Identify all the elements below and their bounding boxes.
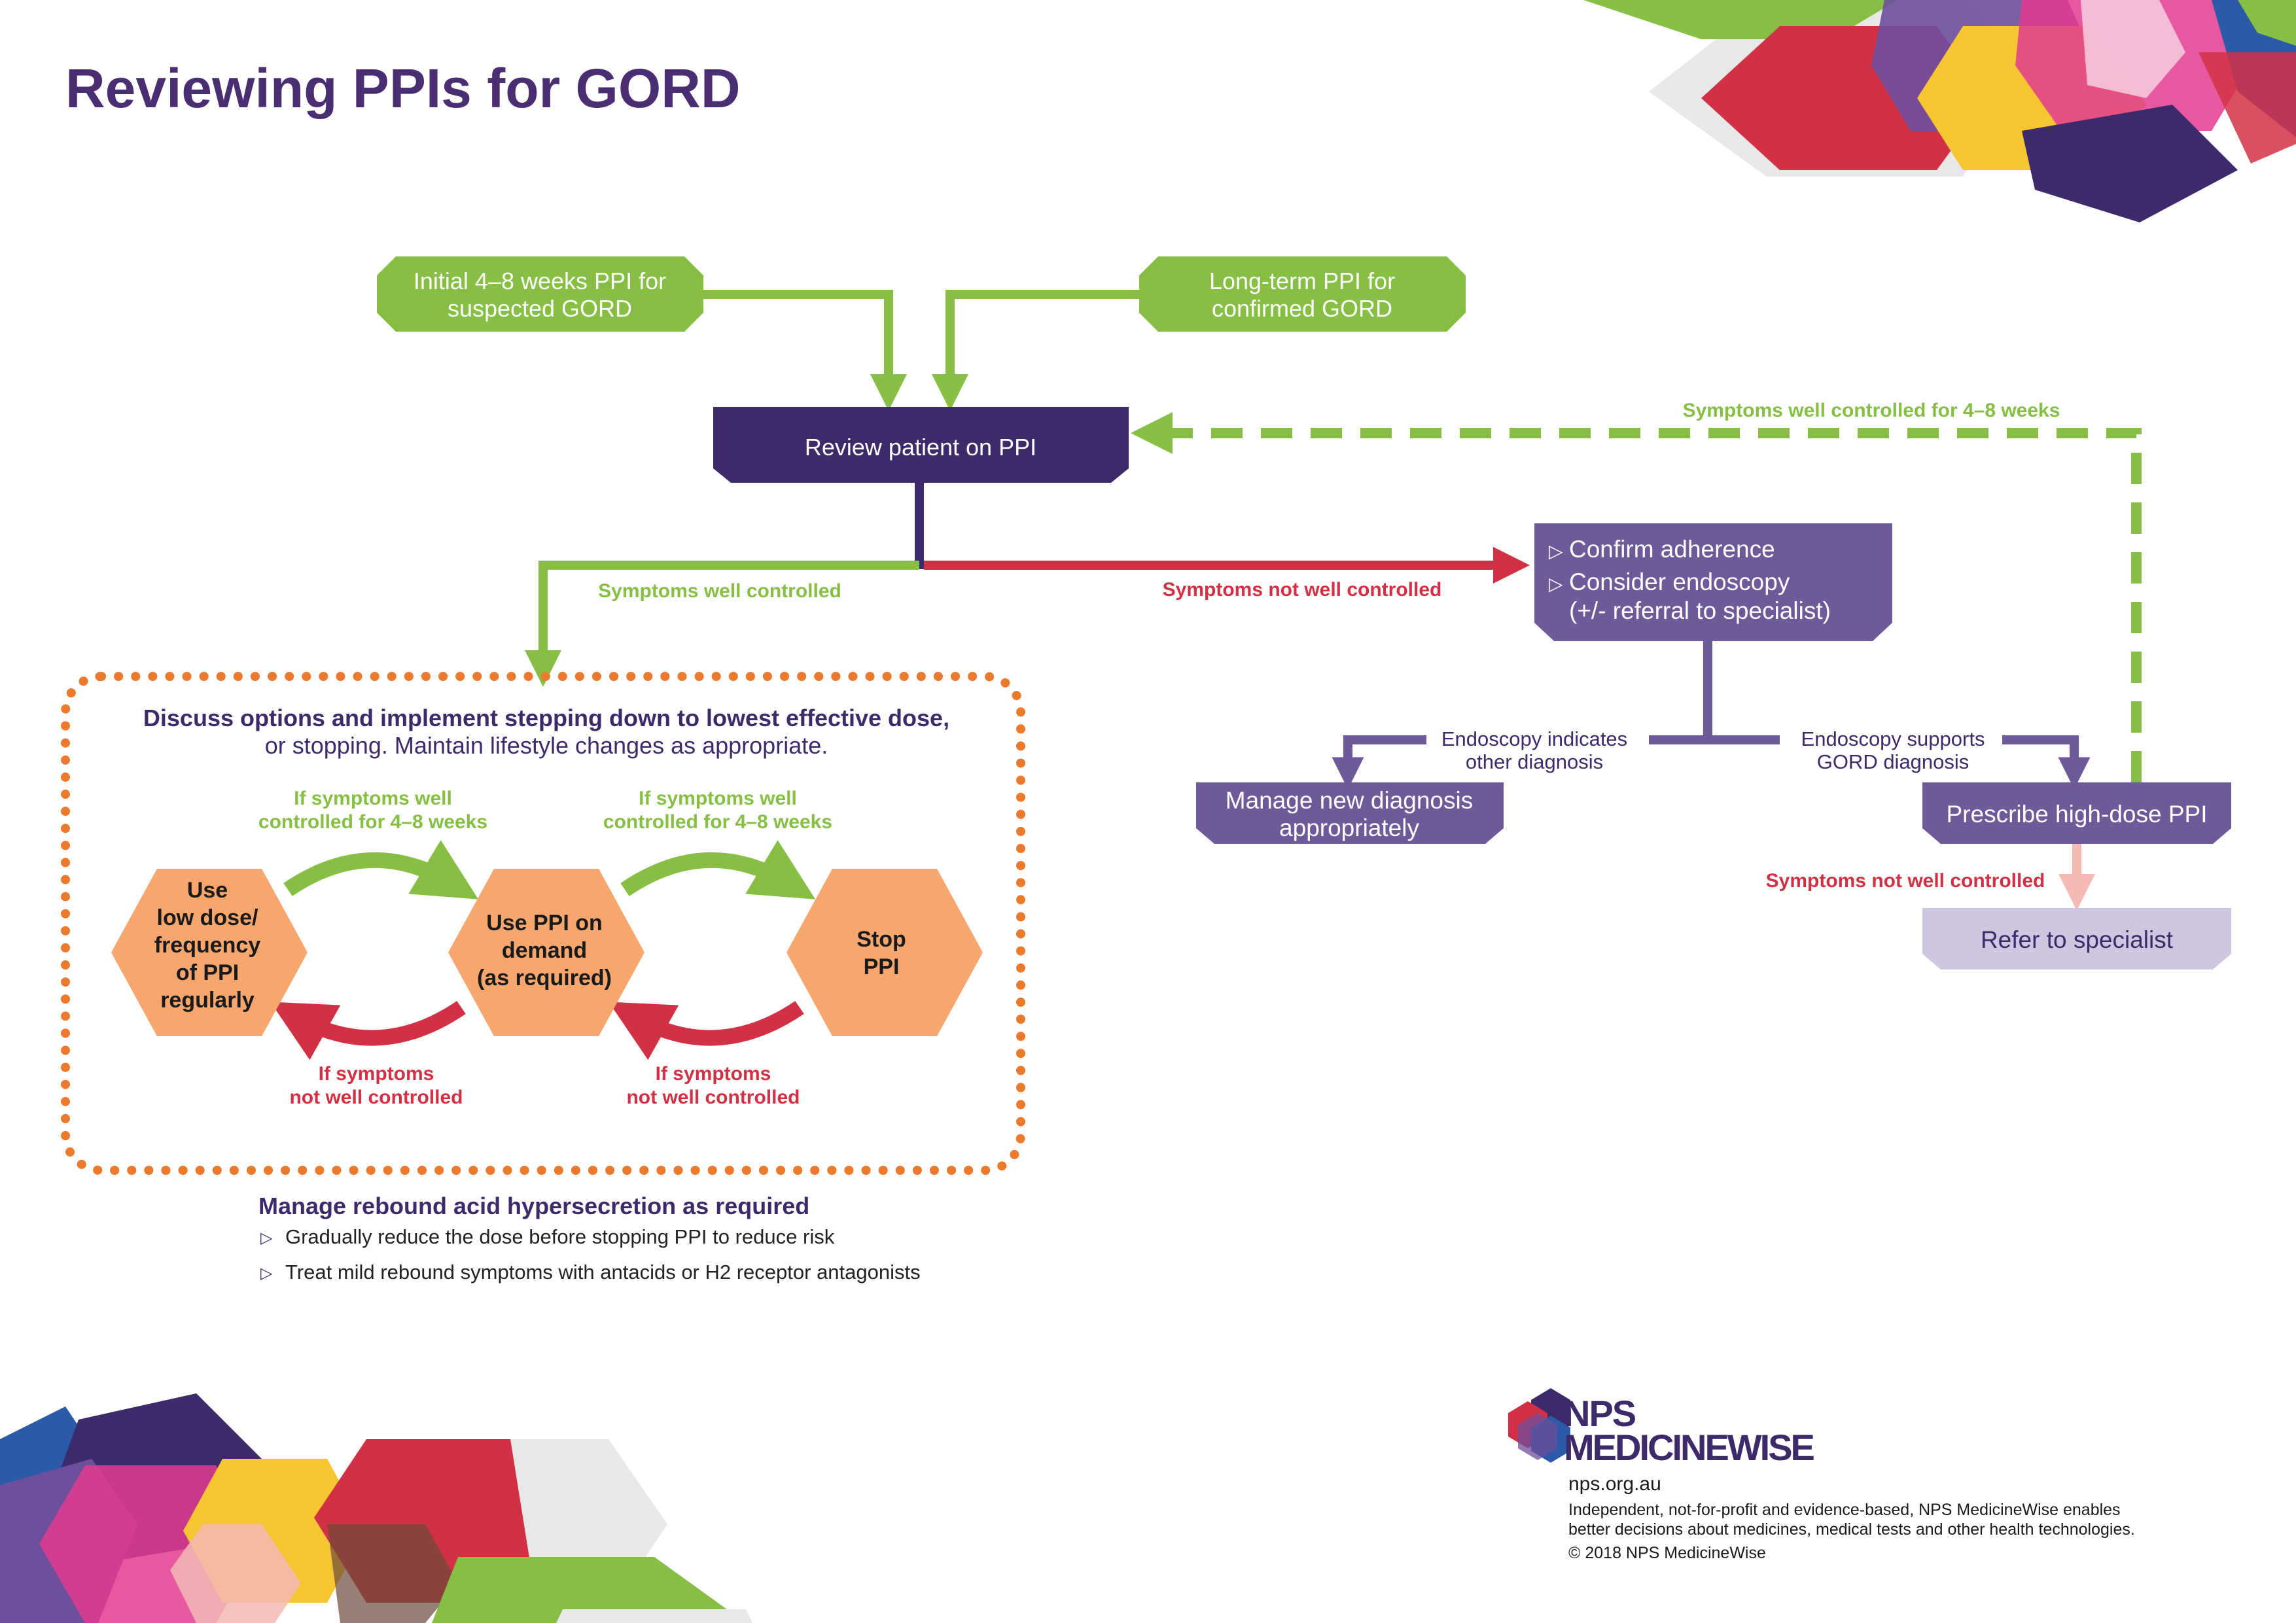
footer-url[interactable]: nps.org.au [1568,1473,1661,1495]
manage-line2: appropriately [1279,814,1419,841]
decor-bottom-left [0,1393,752,1623]
step-well-a-line2: controlled for 4–8 weeks [258,811,487,833]
hexagon-on-demand: Use PPI on demand (as required) [448,869,645,1036]
step-well-b-line1: If symptoms well [639,788,797,809]
bullet-icon: ▷ [260,1265,273,1282]
hexagon-low-dose: Use low dose/ frequency of PPI regularly [111,869,308,1036]
bullet-icon: ▷ [1549,541,1563,561]
nps-logo-icon [1508,1388,1570,1463]
well-controlled-path [525,561,919,687]
logo-line1: NPS [1564,1393,1636,1434]
curve-arrow-red-b [609,1001,804,1060]
discuss-line2: or stopping. Maintain lifestyle changes … [265,732,828,759]
manage-diagnosis-box: Manage new diagnosis appropriately [1196,782,1504,844]
curve-arrow-green-a [283,840,479,899]
hex-low-line3: frequency [154,933,261,958]
step-well-a-line1: If symptoms well [294,788,452,809]
curve-arrow-red-a [270,1001,466,1060]
nps-logo: NPS MEDICINEWISE [1508,1388,1816,1468]
initial-ppi-line2: suspected GORD [448,295,632,322]
longterm-ppi-line1: Long-term PPI for [1209,268,1395,294]
step-well-b-line2: controlled for 4–8 weeks [603,811,832,833]
bullet-icon: ▷ [1549,574,1563,594]
page-title: Reviewing PPIs for GORD [65,58,741,119]
review-box: Review patient on PPI [713,407,1129,483]
review-box-label: Review patient on PPI [805,434,1036,461]
footer-desc1: Independent, not-for-profit and evidence… [1568,1501,2121,1519]
step-not-b-line1: If symptoms [656,1063,771,1085]
confirm-adherence-box: ▷ Confirm adherence ▷ Consider endoscopy… [1534,523,1892,641]
hex-low-line1: Use [187,878,228,903]
endoscopy-other-line2: other diagnosis [1466,750,1603,773]
confirm-line1: Confirm adherence [1569,536,1775,563]
hex-low-line4: of PPI [176,960,239,985]
step-not-a-line2: not well controlled [289,1087,463,1108]
manage-line1: Manage new diagnosis [1226,787,1473,814]
hex-demand-line3: (as required) [477,966,612,990]
endoscopy-gord-line1: Endoscopy supports [1801,727,1985,750]
hex-stop-line1: Stop [857,927,906,952]
rebound-bullet1: Gradually reduce the dose before stoppin… [285,1225,835,1248]
initial-ppi-line1: Initial 4–8 weeks PPI for [414,268,666,294]
confirm-line3: (+/- referral to specialist) [1569,597,1831,624]
refer-specialist-box: Refer to specialist [1922,908,2231,969]
longterm-ppi-line2: confirmed GORD [1212,295,1392,322]
rebound-bullet2: Treat mild rebound symptoms with antacid… [285,1261,921,1283]
endoscopy-other-line1: Endoscopy indicates [1441,727,1627,750]
prescribe-label: Prescribe high-dose PPI [1947,801,2208,828]
hex-low-line5: regularly [160,988,255,1013]
refer-label: Refer to specialist [1981,926,2174,953]
feedback-dashed-path [1131,412,2142,782]
confirm-line2: Consider endoscopy [1569,568,1790,595]
curve-arrow-green-b [620,840,816,899]
endoscopy-connectors [1332,641,2091,790]
hex-stop-line2: PPI [864,954,900,979]
discuss-line1: Discuss options and implement stepping d… [143,705,949,731]
step-down-container [61,672,1025,1175]
endoscopy-gord-line2: GORD diagnosis [1817,750,1969,773]
rebound-title: Manage rebound acid hypersecretion as re… [258,1193,809,1219]
hex-demand-line2: demand [502,938,587,963]
hexagon-stop: Stop PPI [786,869,983,1036]
decor-top-right [1583,0,2296,222]
label-symptoms-well-controlled: Symptoms well controlled [598,580,841,602]
footer-copyright: © 2018 NPS MedicineWise [1568,1544,1766,1562]
initial-ppi-box: Initial 4–8 weeks PPI for suspected GORD [377,256,703,332]
prescribe-box: Prescribe high-dose PPI [1922,782,2231,844]
step-not-b-line2: not well controlled [626,1087,800,1108]
label-prescribe-not-controlled: Symptoms not well controlled [1766,870,2045,892]
logo-line2: MEDICINEWISE [1564,1427,1814,1468]
hex-low-line2: low dose/ [157,905,258,930]
step-not-a-line1: If symptoms [319,1063,434,1085]
bullet-icon: ▷ [260,1229,273,1247]
label-feedback-well-controlled: Symptoms well controlled for 4–8 weeks [1683,400,2060,421]
start-connectors [703,290,1139,411]
label-symptoms-not-well-controlled: Symptoms not well controlled [1163,579,1442,601]
longterm-ppi-box: Long-term PPI for confirmed GORD [1139,256,1466,332]
hex-demand-line1: Use PPI on [486,911,603,935]
footer-desc2: better decisions about medicines, medica… [1568,1520,2135,1539]
